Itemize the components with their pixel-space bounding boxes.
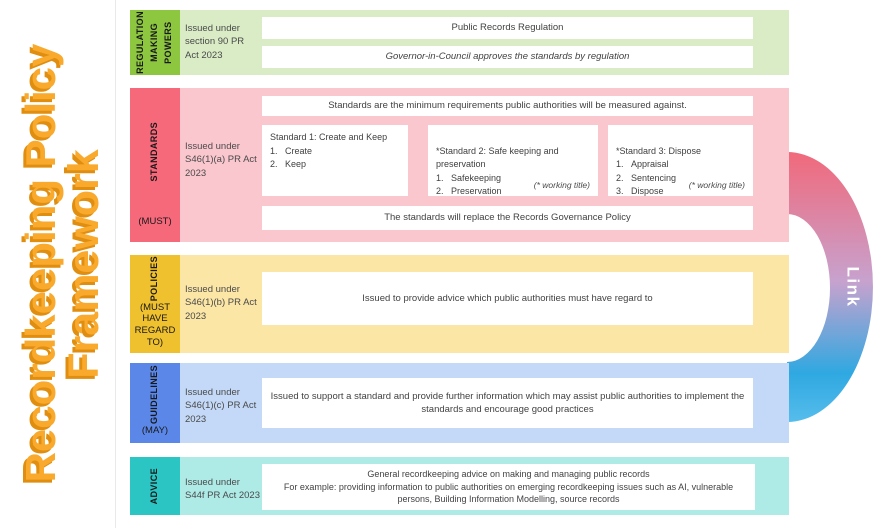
working-title-footnote: (* working title) [533, 180, 590, 191]
page-edge-line [115, 0, 116, 528]
link-label: Link [844, 267, 863, 308]
row-label-text: STANDARDS [149, 122, 160, 182]
standard-1-box: Standard 1: Create and Keep 1. Create 2.… [262, 125, 408, 196]
framework-title-line-1: Recordkeeping Policy [17, 43, 64, 483]
row-label-text: POLICIES [149, 255, 160, 301]
row-label-text: ADVICE [149, 467, 160, 505]
policies-description-box: Issued to provide advice which public au… [262, 272, 753, 325]
row-standards: STANDARDS (MUST) Issued under S46(1)(a) … [130, 88, 789, 242]
link-arc-shape [787, 152, 873, 422]
standard-3-text: *Standard 3: Dispose 1. Appraisal 2. Sen… [616, 145, 702, 197]
working-title-footnote: (* working title) [688, 180, 745, 191]
guidelines-description-box: Issued to support a standard and provide… [262, 378, 753, 428]
row-label-modality: (MUST) [138, 216, 172, 228]
issued-under-note: Issued under S44f PR Act 2023 [185, 477, 260, 502]
standard-3-box: *Standard 3: Dispose 1. Appraisal 2. Sen… [608, 125, 753, 196]
standard-2-text: *Standard 2: Safe keeping and preservati… [436, 145, 559, 197]
governor-approval-box: Governor-in-Council approves the standar… [262, 46, 753, 68]
row-label-modality: (MAY) [141, 425, 169, 437]
issued-under-note: Issued under section 90 PR Act 2023 [185, 23, 245, 61]
row-label-policies: POLICIES (MUST HAVE REGARD TO) [130, 255, 180, 353]
advice-description-box: General recordkeeping advice on making a… [262, 464, 755, 510]
framework-title-line-2: Framework [60, 149, 108, 379]
row-label-standards: STANDARDS (MUST) [130, 88, 180, 242]
standards-replacement-box: The standards will replace the Records G… [262, 206, 753, 230]
standard-2-box: *Standard 2: Safe keeping and preservati… [428, 125, 598, 196]
row-label-regulation-making-powers: REGULATION MAKING POWERS [130, 10, 180, 75]
issued-under-note: Issued under S46(1)(a) PR Act 2023 [185, 141, 257, 179]
issued-under-note: Issued under S46(1)(c) PR Act 2023 [185, 387, 257, 425]
standards-summary-box: Standards are the minimum requirements p… [262, 96, 753, 116]
row-label-text: REGULATION MAKING POWERS [135, 11, 173, 74]
row-label-advice: ADVICE [130, 457, 180, 515]
row-regulation-making-powers: REGULATION MAKING POWERS Issued under se… [130, 10, 789, 75]
regulation-top-box: Public Records Regulation [262, 17, 753, 39]
row-label-text: GUIDELINES [149, 364, 160, 424]
row-label-guidelines: GUIDELINES (MAY) [130, 363, 180, 443]
row-guidelines: GUIDELINES (MAY) Issued under S46(1)(c) … [130, 363, 789, 443]
row-advice: ADVICE Issued under S44f PR Act 2023 Gen… [130, 457, 789, 515]
row-label-modality: (MUST HAVE REGARD TO) [134, 301, 176, 349]
issued-under-note: Issued under S46(1)(b) PR Act 2023 [185, 284, 257, 322]
row-policies: POLICIES (MUST HAVE REGARD TO) Issued un… [130, 255, 789, 353]
